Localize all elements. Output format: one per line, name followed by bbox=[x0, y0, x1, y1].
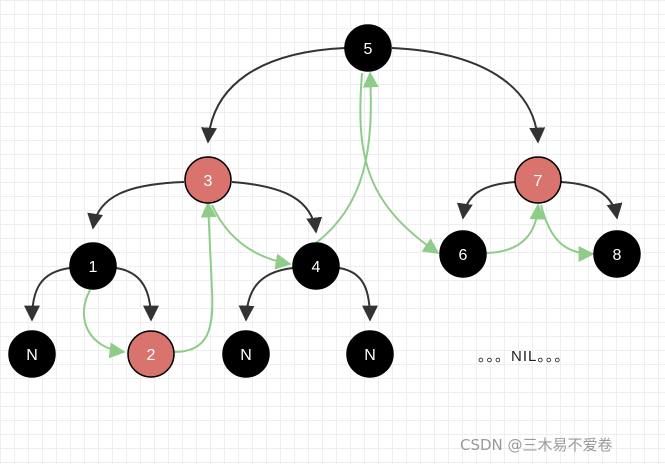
tree-node-n1: 1 bbox=[69, 242, 117, 290]
edge-3-4 bbox=[231, 181, 323, 234]
edge-4-nil-right bbox=[338, 267, 378, 322]
node-circle-nil1 bbox=[8, 330, 56, 378]
traversal-3-4 bbox=[211, 204, 292, 270]
tree-node-n3: 3 bbox=[184, 156, 232, 204]
node-circle-nil2 bbox=[222, 330, 270, 378]
tree-node-nil2: N bbox=[222, 330, 270, 378]
node-circle-nil3 bbox=[346, 330, 394, 378]
node-label-n6: 6 bbox=[459, 247, 468, 264]
node-circle-n3 bbox=[184, 156, 232, 204]
tree-node-n6: 6 bbox=[439, 230, 487, 278]
tree-node-n4: 4 bbox=[292, 242, 340, 290]
edge-5-7 bbox=[391, 47, 546, 144]
nodes-layer: 5 3 7 1 4 6 8N 2 N N bbox=[8, 24, 641, 378]
edge-1-nil bbox=[24, 267, 71, 322]
node-label-n1: 1 bbox=[89, 259, 98, 276]
edge-5-3 bbox=[201, 47, 346, 144]
node-label-n3: 3 bbox=[204, 173, 213, 190]
node-circle-n5 bbox=[344, 24, 392, 72]
node-label-n8: 8 bbox=[613, 247, 622, 264]
node-label-n2: 2 bbox=[147, 347, 156, 364]
node-label-n5: 5 bbox=[364, 41, 373, 58]
node-circle-n6 bbox=[439, 230, 487, 278]
node-circle-n8 bbox=[593, 230, 641, 278]
traversal-1-2 bbox=[82, 289, 126, 359]
tree-node-n2: 2 bbox=[127, 330, 175, 378]
node-circle-n4 bbox=[292, 242, 340, 290]
traversal-6-7 bbox=[486, 203, 546, 254]
watermark: CSDN @三木易不爱卷 bbox=[460, 436, 613, 454]
edge-7-8 bbox=[560, 181, 623, 220]
tree-node-n5: 5 bbox=[344, 24, 392, 72]
traversal-2-3 bbox=[173, 201, 217, 353]
traversal-5-6 bbox=[359, 72, 440, 254]
tree-node-n8: 8 bbox=[593, 230, 641, 278]
node-circle-n2 bbox=[127, 330, 175, 378]
node-label-nil1: N bbox=[26, 347, 38, 364]
traversal-path bbox=[82, 71, 595, 359]
node-circle-n7 bbox=[514, 156, 562, 204]
edge-7-6 bbox=[456, 181, 517, 220]
tree-node-nil3: N bbox=[346, 330, 394, 378]
node-label-nil3: N bbox=[364, 347, 376, 364]
tree-edges bbox=[24, 47, 623, 322]
node-label-n7: 7 bbox=[534, 173, 543, 190]
traversal-4-5 bbox=[315, 71, 379, 244]
traversal-7-8 bbox=[540, 204, 595, 262]
tree-node-n7: 7 bbox=[514, 156, 562, 204]
edge-1-2 bbox=[115, 267, 159, 322]
node-label-n4: 4 bbox=[312, 259, 321, 276]
edge-4-nil-left bbox=[238, 267, 294, 322]
node-label-nil2: N bbox=[240, 347, 252, 364]
edge-3-1 bbox=[87, 181, 185, 230]
nil-caption: 。。。NIL。。。 bbox=[478, 348, 571, 365]
node-circle-n1 bbox=[69, 242, 117, 290]
tree-node-nil1: N bbox=[8, 330, 56, 378]
